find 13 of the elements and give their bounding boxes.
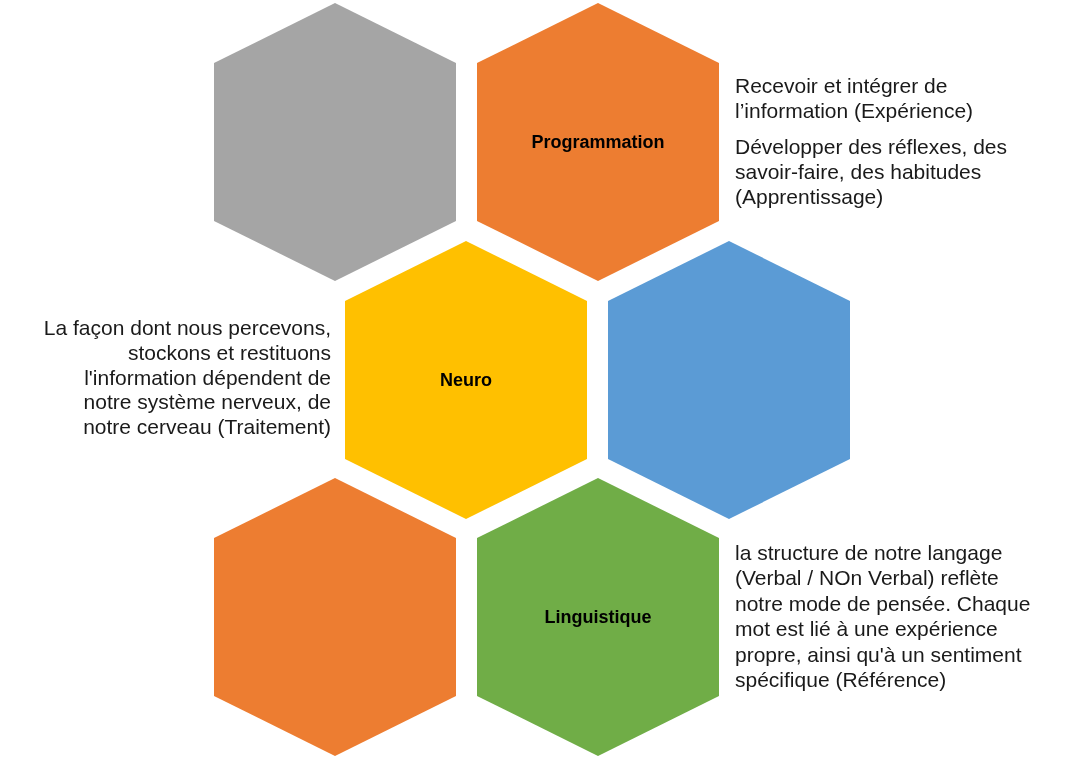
hexagon-label: Linguistique: [544, 606, 652, 628]
hexagon-label: Programmation: [531, 131, 665, 153]
hexagon-shape: [345, 241, 587, 519]
hexagon-label: Neuro: [440, 369, 492, 391]
hexagon-shape: [608, 241, 850, 519]
description-text: La façon dont nous percevons, stockons et restituons l'information dépendent de notre système nerveux, de notre cerveau (Traitement): [42, 316, 331, 440]
hexagon-shape: [214, 478, 456, 756]
hexagon-shape: [477, 3, 719, 281]
hexagon-shape: [477, 478, 719, 756]
description-text: Recevoir et intégrer de l’information (Expérience): [735, 73, 975, 123]
description-text: Développer des réflexes, des savoir-faire, des habitudes (Apprentissage): [735, 134, 1008, 209]
description-text: la structure de notre langage (Verbal / NOn Verbal) reflète notre mode de pensée. Chaque mot est lié à une expérience propre, ainsi qu'à un sentiment spécifique (Référence): [735, 540, 1032, 693]
hexagon-shape: [214, 3, 456, 281]
